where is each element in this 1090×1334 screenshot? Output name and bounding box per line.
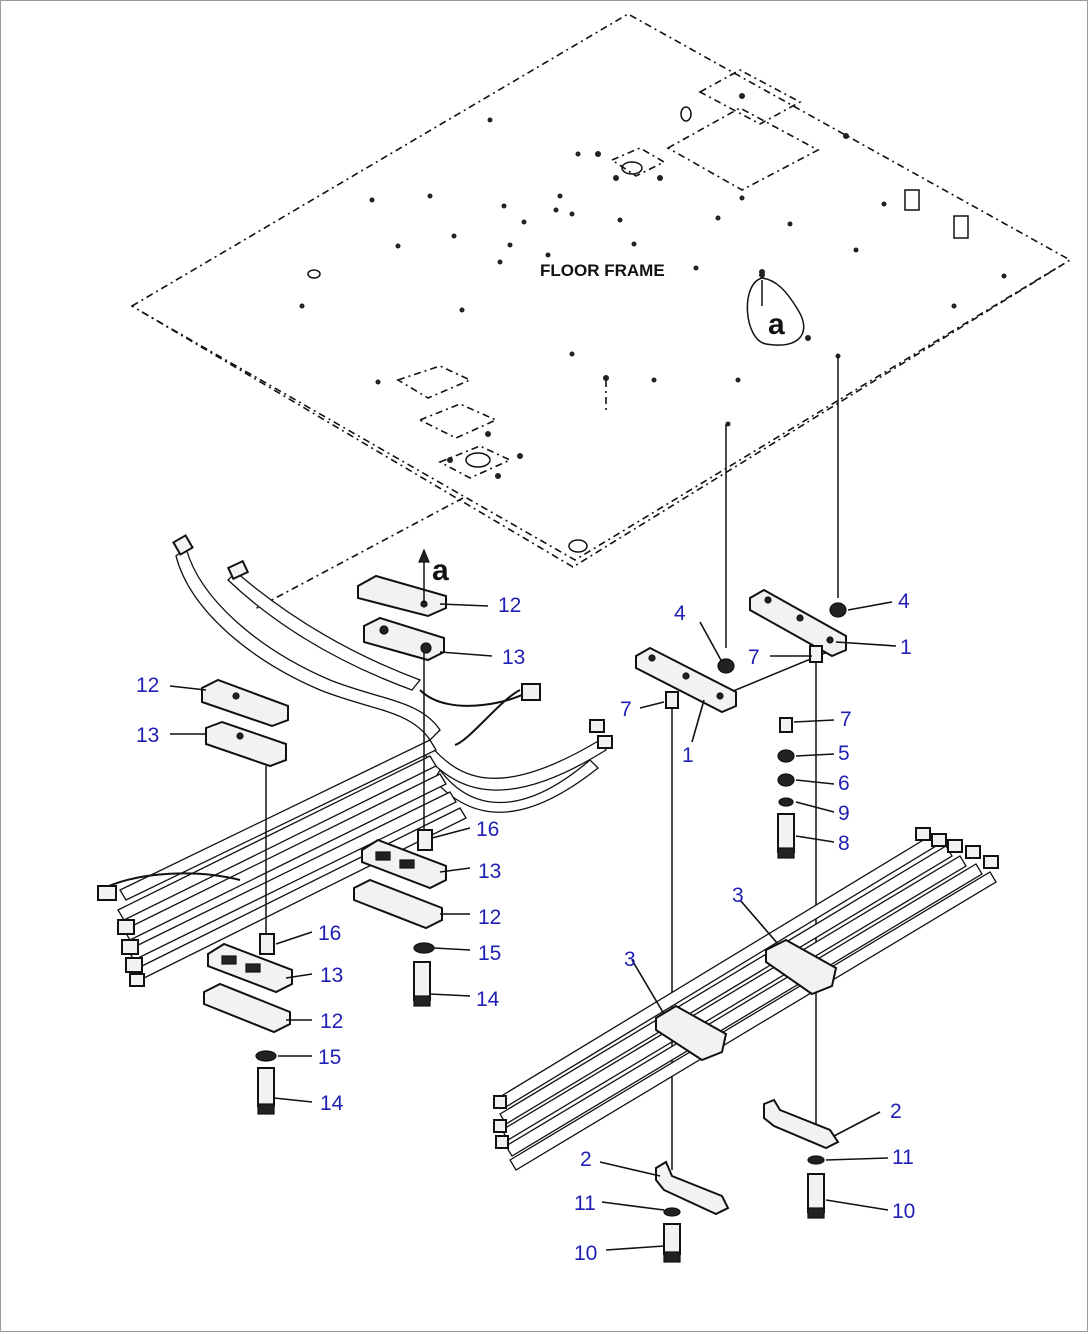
callout-2: 2 [890,1100,902,1123]
clamp-stack-lower [203,933,293,1115]
clamp-stack-mid [353,829,447,1007]
callout-4: 4 [674,602,686,625]
clamp-pair-left [201,678,289,934]
clamp-stack-upper: a [357,548,449,830]
callout-13: 13 [502,646,525,669]
callout-13: 13 [136,724,159,747]
callout-7: 7 [840,708,852,731]
arrow-a-letter: a [432,554,449,587]
callout-4: 4 [898,590,910,613]
callout-12: 12 [136,674,159,697]
floor-frame-plate: FLOOR FRAME [130,13,1072,568]
bracket-assembly-right [635,588,847,1170]
callout-12: 12 [478,906,501,929]
callout-3: 3 [624,948,636,971]
callout-14: 14 [320,1092,344,1115]
callout-3: 3 [732,884,744,907]
callout-8: 8 [838,832,850,855]
callout-7: 7 [620,698,632,721]
left-hose-bundle [97,534,613,987]
callout-15: 15 [478,942,501,965]
callout-5: 5 [838,742,850,765]
callout-12: 12 [498,594,521,617]
callout-labels: 12 13 12 13 16 13 12 15 14 16 13 12 15 1… [136,590,915,1265]
leader-lines [169,601,897,1251]
callout-11: 11 [574,1192,596,1215]
callout-9: 9 [838,802,850,825]
callout-10: 10 [574,1242,597,1265]
reference-a-letter: a [768,308,785,341]
callout-16: 16 [318,922,341,945]
callout-1: 1 [900,636,912,659]
callout-13: 13 [320,964,343,987]
callout-14: 14 [476,988,500,1011]
callout-7: 7 [748,646,760,669]
callout-11: 11 [892,1146,914,1169]
callout-15: 15 [318,1046,341,1069]
callout-10: 10 [892,1200,915,1223]
callout-1: 1 [682,744,694,767]
callout-16: 16 [476,818,499,841]
floor-frame-label: FLOOR FRAME [540,261,665,280]
callout-6: 6 [838,772,850,795]
reference-a-bubble: a [746,272,805,346]
callout-13: 13 [478,860,501,883]
callout-2: 2 [580,1148,592,1171]
right-hose-bundle [493,827,999,1263]
callout-12: 12 [320,1010,343,1033]
